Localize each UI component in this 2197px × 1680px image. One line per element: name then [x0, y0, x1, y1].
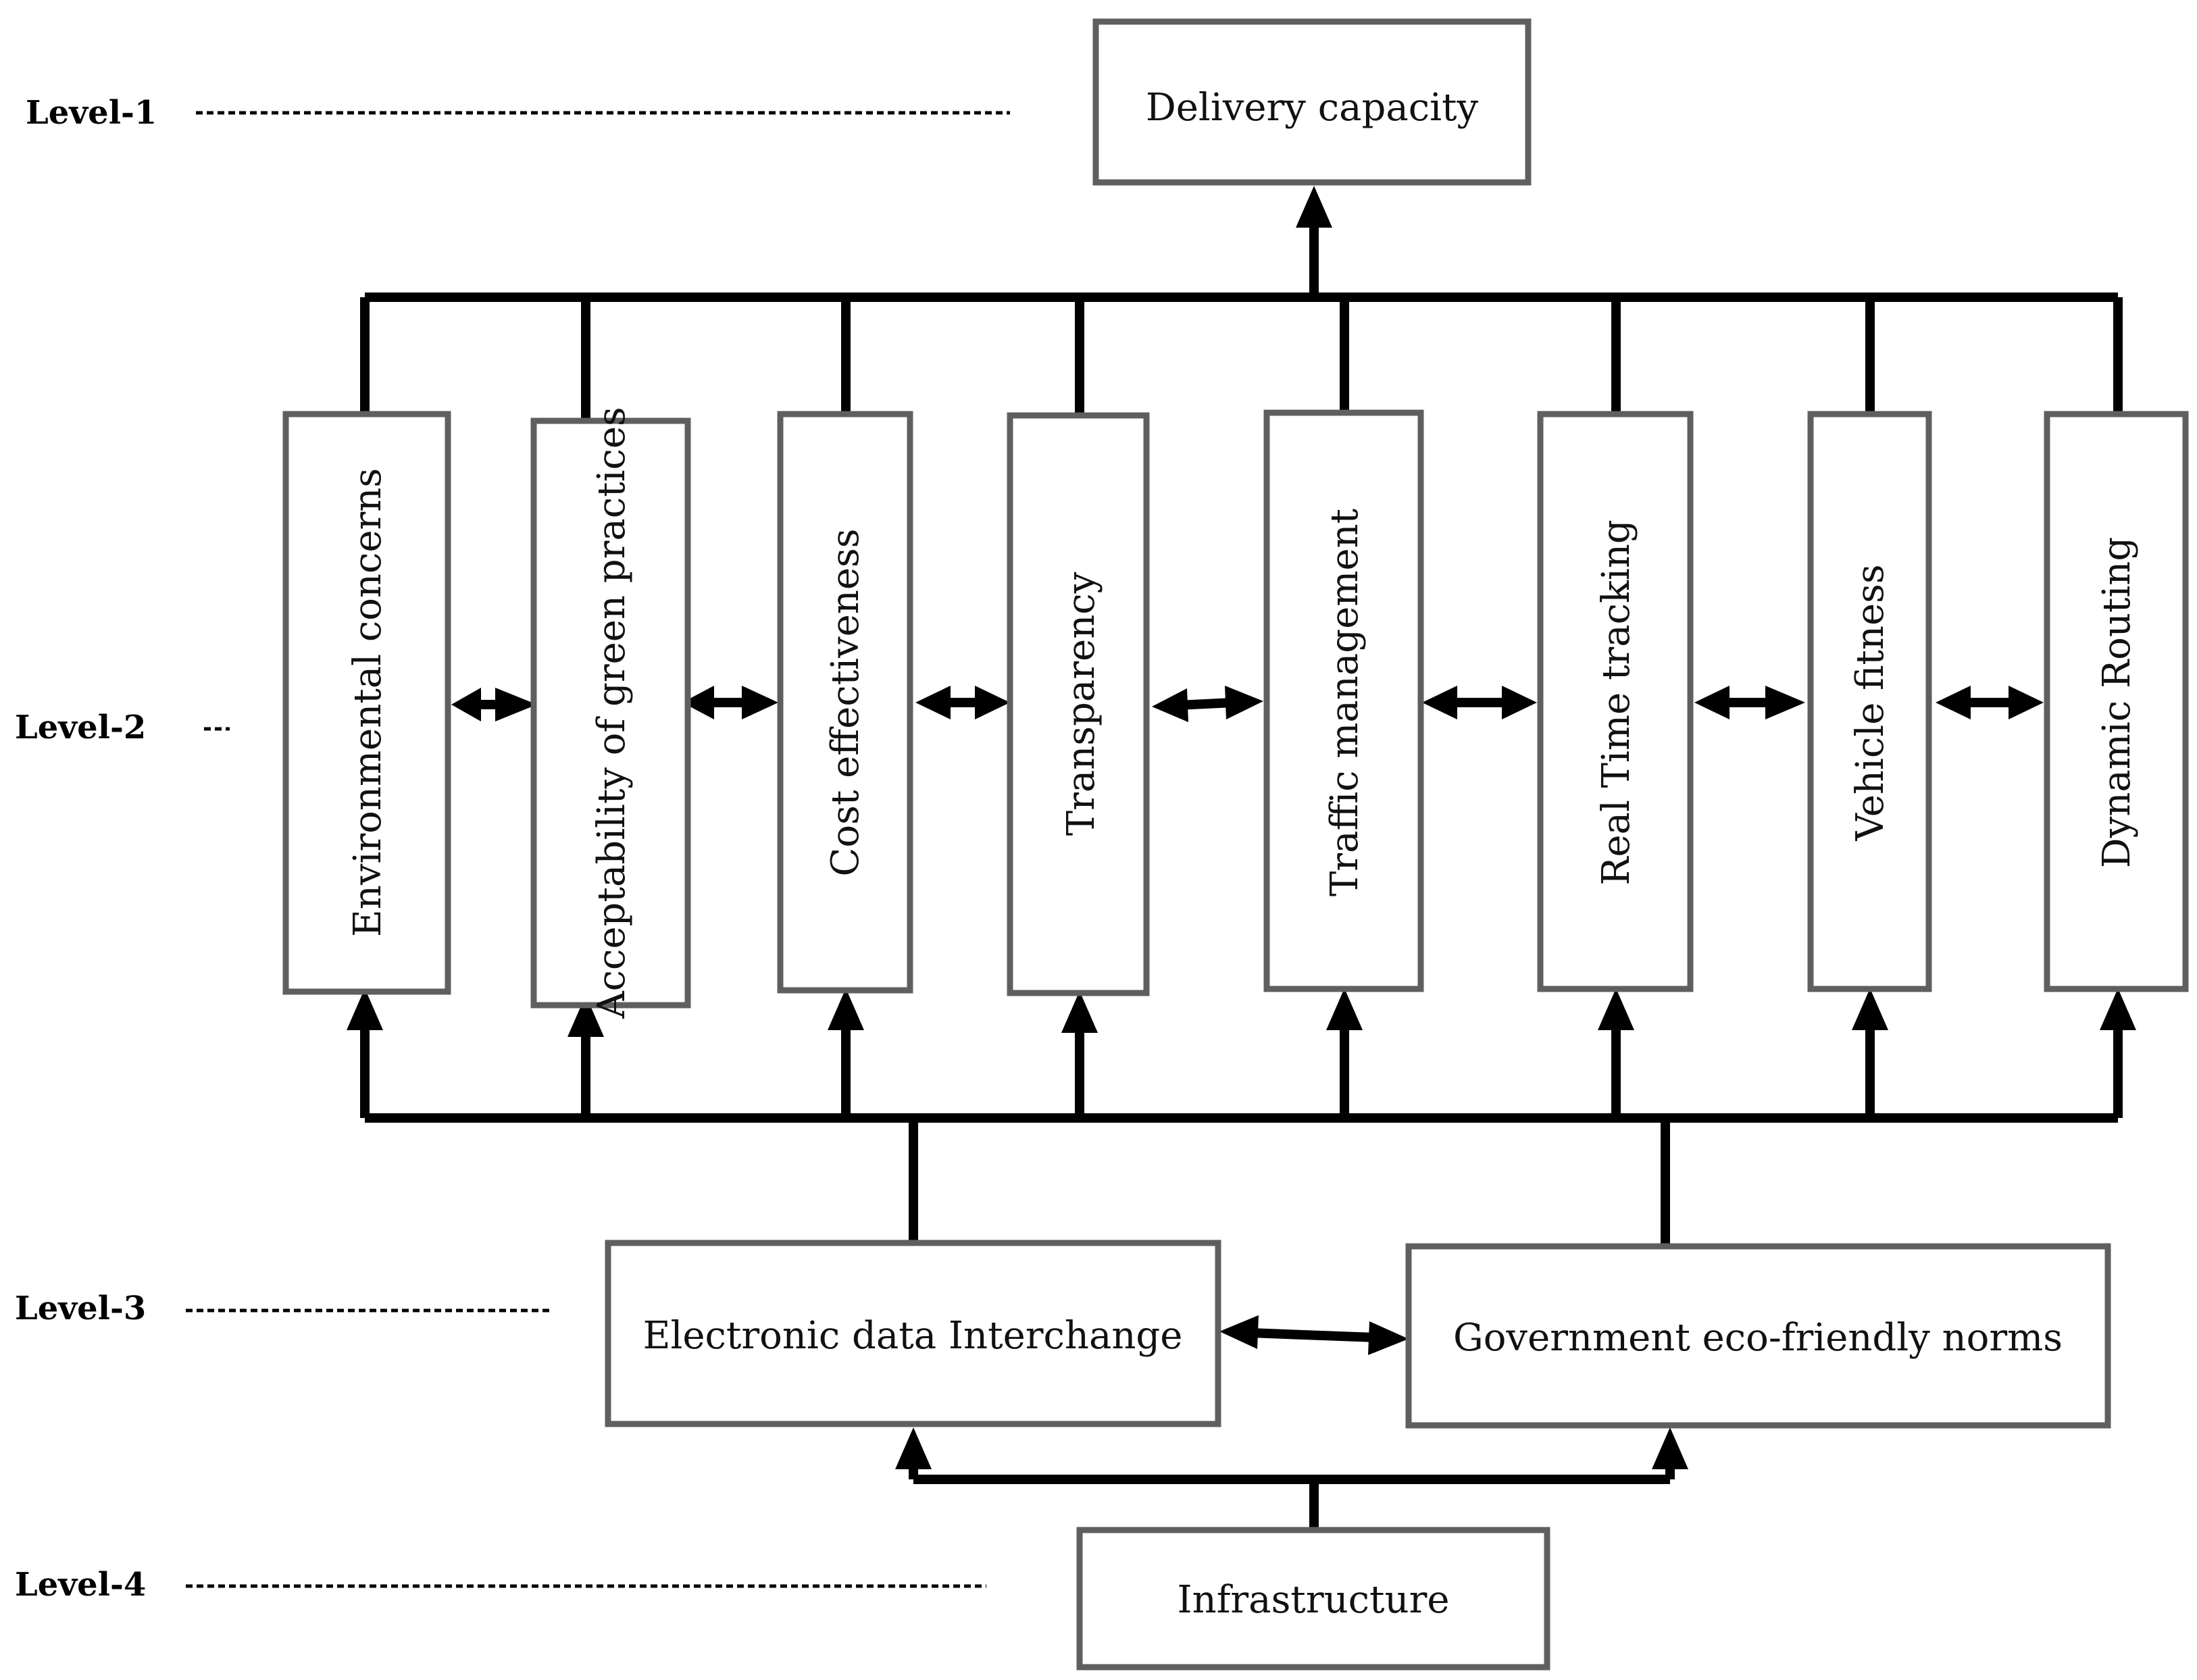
level-3-label: Level-3: [15, 1290, 146, 1327]
level-2-label: Level-2: [15, 709, 146, 746]
bottom-connector: [895, 1427, 1688, 1530]
middle-connector: [347, 988, 2136, 1246]
vehicle-fitness-node: Vehicle fitness: [1807, 411, 1932, 992]
level-4-label: Level-4: [15, 1566, 146, 1604]
level-1-label: Level-1: [26, 94, 157, 132]
transparency-label: Transparency: [1059, 571, 1103, 836]
dynamic-routing-label: Dynamic Routing: [2095, 537, 2139, 868]
infrastructure-label: Infrastructure: [1178, 1578, 1450, 1622]
environmental-concerns-label: Environmental concerns: [346, 468, 390, 937]
dynamic-routing-node: Dynamic Routing: [2044, 411, 2189, 992]
government-norms-label: Government eco-friendly norms: [1453, 1316, 2063, 1360]
level-3-double-arrow: [1219, 1315, 1409, 1355]
acceptability-green-practices-label: Acceptability of green practices: [590, 407, 634, 1019]
real-time-tracking-label: Real Time tracking: [1594, 519, 1638, 886]
edi-node: Electronic data Interchange: [605, 1240, 1221, 1427]
environmental-concerns-node: Environmental concerns: [282, 411, 451, 995]
level-2-double-arrows: [451, 686, 2044, 722]
cost-effectiveness-node: Cost effectiveness: [777, 411, 913, 994]
infrastructure-node: Infrastructure: [1076, 1527, 1550, 1671]
acceptability-green-practices-node: Acceptability of green practices: [530, 407, 691, 1019]
delivery-capacity-node: Delivery capacity: [1092, 18, 1532, 186]
edi-label: Electronic data Interchange: [643, 1314, 1183, 1358]
traffic-management-label: Traffic management: [1323, 508, 1367, 896]
transparency-node: Transparency: [1007, 412, 1150, 996]
vehicle-fitness-label: Vehicle fitness: [1848, 564, 1892, 841]
top-connector: [360, 186, 2123, 421]
traffic-management-node: Traffic management: [1263, 409, 1424, 992]
cost-effectiveness-label: Cost effectiveness: [824, 529, 867, 877]
delivery-capacity-label: Delivery capacity: [1146, 86, 1479, 130]
real-time-tracking-node: Real Time tracking: [1537, 411, 1694, 992]
government-norms-node: Government eco-friendly norms: [1405, 1243, 2111, 1429]
